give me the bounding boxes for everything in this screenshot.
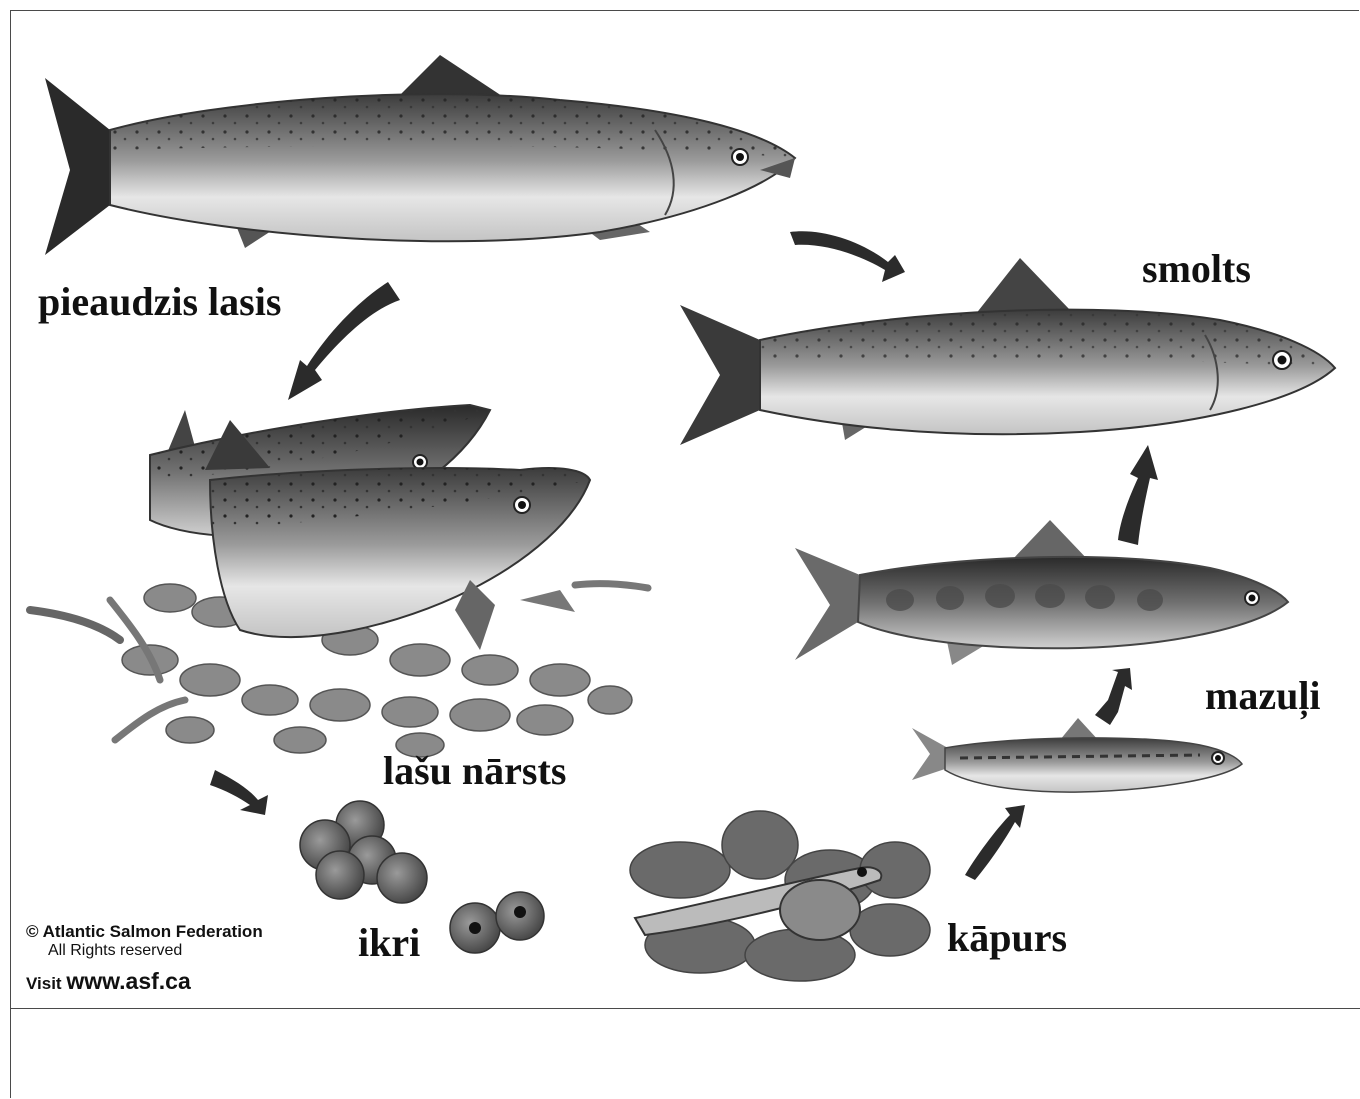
copyright-text: © Atlantic Salmon Federation (26, 922, 263, 942)
arrow-parr-to-smolt (790, 231, 905, 282)
visit-text: Visit (26, 974, 66, 993)
label-spawning: lašu nārsts (383, 751, 566, 791)
credit-block: © Atlantic Salmon Federation All Rights … (26, 922, 263, 994)
adult-salmon-illustration (45, 55, 795, 255)
website-link[interactable]: www.asf.ca (66, 968, 190, 994)
spawning-illustration (30, 405, 648, 757)
label-smolt: smolts (1142, 249, 1251, 289)
arrow-spawning-to-eggs (210, 770, 268, 815)
arrow-eggs-to-alevin (965, 805, 1025, 880)
eggs-illustration (300, 801, 544, 953)
label-adult-salmon: pieaudzis lasis (38, 282, 281, 322)
fry-illustration (912, 718, 1242, 792)
label-eggs: ikri (358, 923, 420, 963)
arrow-alevin-to-fry (1095, 668, 1132, 725)
parr-illustration (795, 520, 1288, 665)
rights-text: All Rights reserved (26, 942, 263, 960)
arrow-fry-to-parr (1118, 445, 1158, 545)
alevin-illustration (630, 811, 930, 981)
label-alevin: kāpurs (947, 918, 1067, 958)
label-parr: mazuļi (1205, 676, 1321, 716)
visit-line: Visit www.asf.ca (26, 968, 263, 994)
arrow-adult-to-spawning (288, 282, 400, 400)
